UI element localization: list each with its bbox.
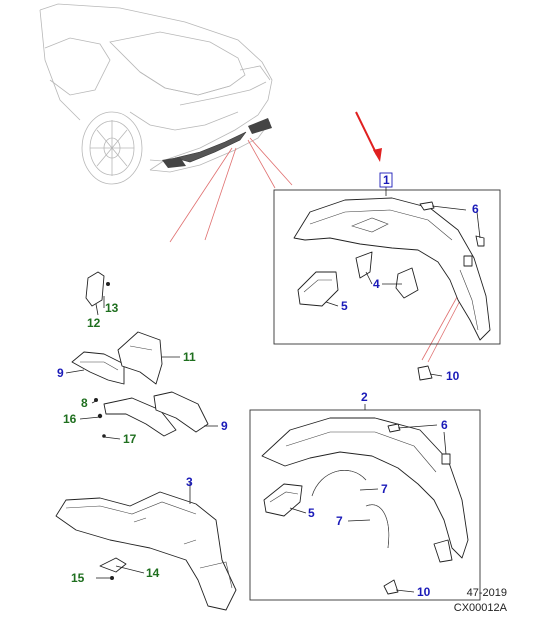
clip-6-group2 bbox=[387, 423, 451, 465]
callout-12: 12 bbox=[87, 316, 101, 330]
callout-11: 11 bbox=[183, 350, 196, 364]
callout-8: 8 bbox=[81, 396, 88, 410]
callout-2: 2 bbox=[361, 390, 368, 404]
mounting-bracket-8 bbox=[94, 397, 177, 437]
reference-code: CX00012A bbox=[453, 602, 507, 614]
callout-15: 15 bbox=[71, 571, 85, 585]
callout-16: 16 bbox=[63, 412, 77, 426]
callout-1-box bbox=[379, 172, 393, 188]
cap-10-group2 bbox=[383, 579, 399, 595]
rear-bumper-cover-2 bbox=[261, 417, 469, 563]
callout-4: 4 bbox=[373, 277, 380, 291]
trim-strip-7 bbox=[311, 470, 390, 549]
group-box-1 bbox=[273, 189, 501, 345]
screw-15 bbox=[110, 576, 114, 580]
callout-7a: 7 bbox=[381, 482, 388, 496]
callout-14: 14 bbox=[146, 566, 160, 580]
grille-insert-5-group2 bbox=[263, 483, 303, 517]
vehicle-rear-illustration bbox=[39, 3, 273, 185]
grille-insert-5-group1 bbox=[297, 271, 339, 307]
heat-shield-11 bbox=[117, 331, 163, 385]
heat-shield-9-upper bbox=[71, 351, 125, 385]
date-code: 47-2019 bbox=[466, 587, 507, 599]
callout-10a: 10 bbox=[446, 369, 460, 383]
callout-5b: 5 bbox=[308, 506, 315, 520]
callout-5a: 5 bbox=[341, 299, 348, 313]
callout-7b: 7 bbox=[336, 514, 343, 528]
heat-shield-9-lower bbox=[153, 391, 209, 433]
cap-10-group1 bbox=[417, 365, 433, 381]
callout-3: 3 bbox=[186, 475, 193, 489]
callout-13: 13 bbox=[105, 301, 119, 315]
callout-1: 1 bbox=[383, 173, 390, 187]
callout-6a: 6 bbox=[472, 202, 479, 216]
clip-14 bbox=[99, 557, 127, 573]
callout-17: 17 bbox=[123, 432, 137, 446]
callout-10b: 10 bbox=[417, 585, 431, 599]
callout-labels: 1 2 3 4 5 5 6 6 7 7 8 9 9 10 10 11 12 13… bbox=[57, 172, 479, 599]
callout-9a: 9 bbox=[57, 366, 64, 380]
callout-6b: 6 bbox=[441, 418, 448, 432]
callout-9b: 9 bbox=[221, 419, 228, 433]
clip-6-group1 bbox=[419, 201, 485, 247]
undertray-3 bbox=[55, 491, 237, 611]
sensor-bracket-12 bbox=[85, 271, 110, 307]
rear-bumper-cover-1 bbox=[293, 197, 491, 341]
red-arrow-icon bbox=[355, 111, 382, 162]
leader-lines bbox=[65, 187, 481, 593]
bracket-4 bbox=[355, 251, 419, 299]
